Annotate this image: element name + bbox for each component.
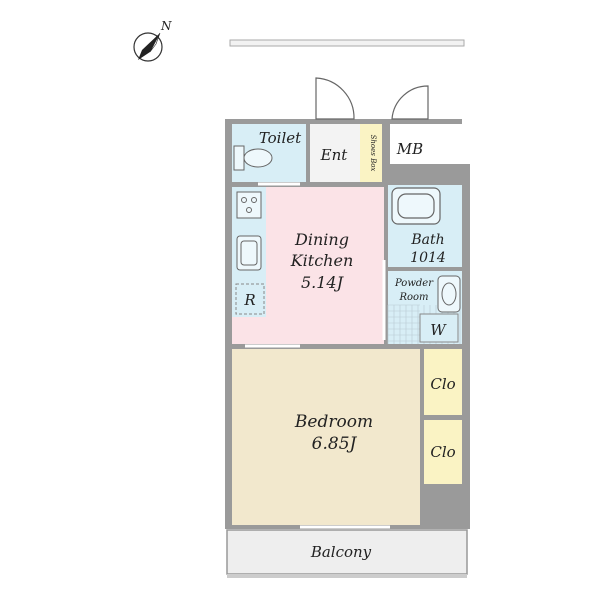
- entrance-label: Ent: [320, 146, 349, 164]
- stove-icon: [236, 191, 262, 219]
- bath-size: 1014: [410, 250, 446, 266]
- meter-box-label: MB: [396, 140, 423, 158]
- balcony-label: Balcony: [310, 543, 372, 561]
- compass-label: N: [160, 19, 172, 33]
- balcony-edge: [227, 574, 467, 578]
- closet-lower: [424, 420, 462, 484]
- closet-upper: [424, 349, 462, 415]
- dining-kitchen-label-1: Dining: [294, 230, 349, 249]
- toilet-label: Toilet: [259, 129, 302, 147]
- washer-label: W: [430, 321, 447, 339]
- door-openings: [245, 182, 390, 529]
- compass: N: [133, 19, 172, 62]
- refrigerator-space: [235, 283, 265, 315]
- shoe-box-label: Shoes Box: [369, 135, 377, 172]
- compass-needle-light: [149, 32, 161, 53]
- dining-kitchen-label-2: Kitchen: [290, 251, 354, 270]
- entrance-door: [315, 77, 355, 120]
- wash-basin-icon: [437, 275, 461, 313]
- compass-needle-icon: [138, 33, 160, 60]
- bath-label: Bath: [410, 232, 444, 248]
- wall-corner: [428, 489, 470, 529]
- wall-notch: [462, 119, 470, 164]
- bedroom-room: [232, 349, 420, 525]
- powder-room-label-1: Powder: [394, 278, 434, 289]
- meter-box-area: [390, 124, 462, 164]
- sink-icon: [236, 235, 262, 271]
- closet-lower-label: Clo: [430, 443, 455, 461]
- storage-door: [391, 85, 429, 120]
- dining-kitchen-size: 5.14J: [301, 273, 345, 292]
- bedroom-size: 6.85J: [312, 434, 358, 454]
- shoe-box-area: [360, 124, 382, 182]
- refrigerator-label: R: [243, 291, 255, 309]
- bathtub-icon: [391, 187, 441, 225]
- washer-space: [419, 313, 459, 343]
- bedroom-label: Bedroom: [294, 412, 373, 432]
- powder-room-label-2: Room: [398, 292, 428, 303]
- toilet-fixture-icon: [233, 145, 273, 171]
- entrance-area: [310, 124, 360, 182]
- scale-bar: [229, 39, 465, 47]
- closet-upper-label: Clo: [430, 375, 455, 393]
